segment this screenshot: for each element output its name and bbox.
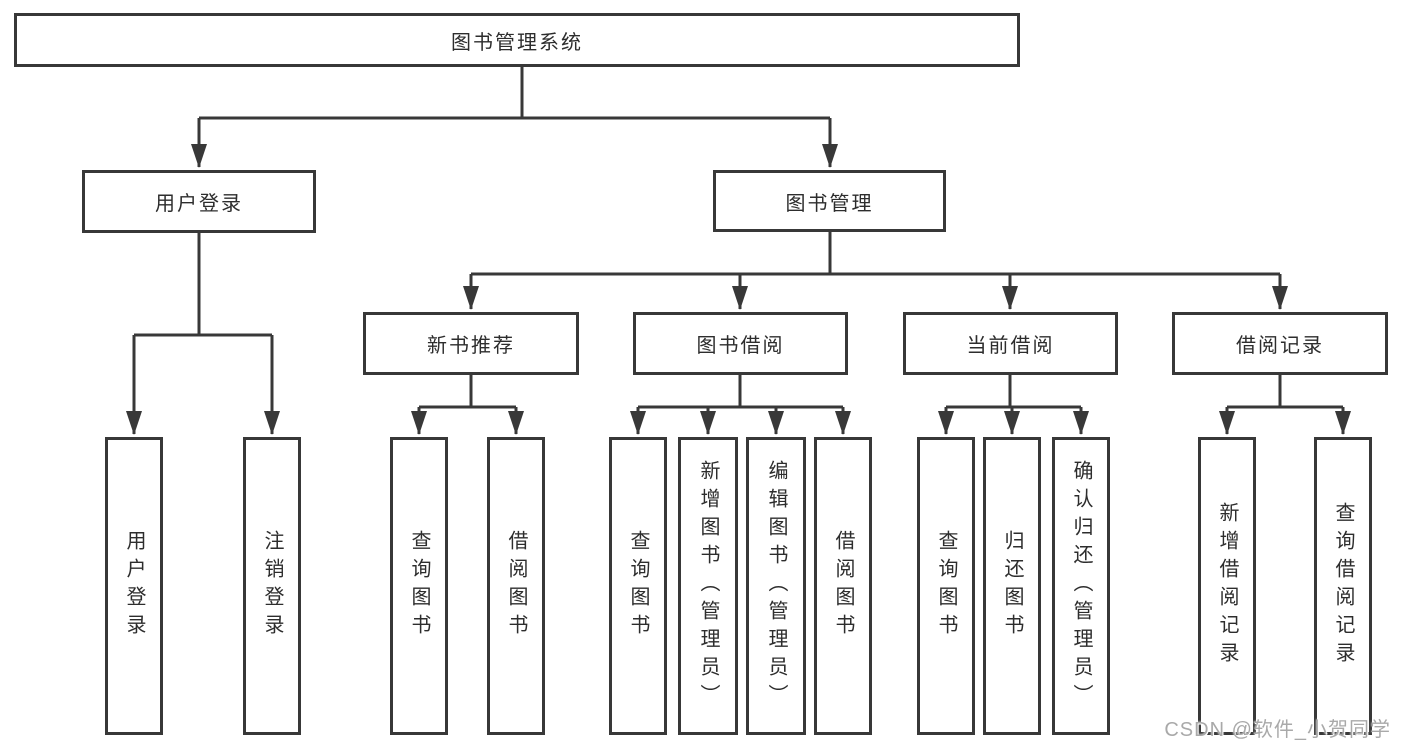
node-leaf-nb-borrow: 借阅图书 [487,437,545,735]
node-leaf-cb-query: 查询图书 [917,437,975,735]
leaf-label: 新增图书（管理员） [697,460,719,712]
csdn-watermark: CSDN @软件_小贺同学 [1164,719,1391,741]
leaf-label: 查询图书 [408,530,430,642]
leaf-label: 归还图书 [1001,530,1023,642]
node-user-login: 用户登录 [82,170,316,233]
node-root: 图书管理系统 [14,13,1020,67]
node-book-mgmt: 图书管理 [713,170,946,232]
node-leaf-cb-return: 归还图书 [983,437,1041,735]
node-leaf-br-query: 查询借阅记录 [1314,437,1372,735]
node-leaf-logout: 注销登录 [243,437,301,735]
node-leaf-user-login: 用户登录 [105,437,163,735]
leaf-label: 借阅图书 [505,530,527,642]
leaf-label: 新增借阅记录 [1216,502,1238,670]
node-current-borrow: 当前借阅 [903,312,1118,375]
node-leaf-nb-query: 查询图书 [390,437,448,735]
node-leaf-bb-add: 新增图书（管理员） [678,437,738,735]
node-leaf-cb-confirm: 确认归还（管理员） [1052,437,1110,735]
node-book-borrow: 图书借阅 [633,312,848,375]
node-borrow-records: 借阅记录 [1172,312,1388,375]
node-leaf-bb-query: 查询图书 [609,437,667,735]
node-new-book-rec: 新书推荐 [363,312,579,375]
node-leaf-br-add: 新增借阅记录 [1198,437,1256,735]
leaf-label: 注销登录 [261,530,283,642]
leaf-label: 编辑图书（管理员） [765,460,787,712]
leaf-label: 查询借阅记录 [1332,502,1354,670]
leaf-label: 确认归还（管理员） [1070,460,1092,712]
leaf-label: 借阅图书 [832,530,854,642]
leaf-label: 查询图书 [627,530,649,642]
leaf-label: 查询图书 [935,530,957,642]
leaf-label: 用户登录 [123,530,145,642]
node-leaf-bb-edit: 编辑图书（管理员） [746,437,806,735]
node-leaf-bb-borrow: 借阅图书 [814,437,872,735]
